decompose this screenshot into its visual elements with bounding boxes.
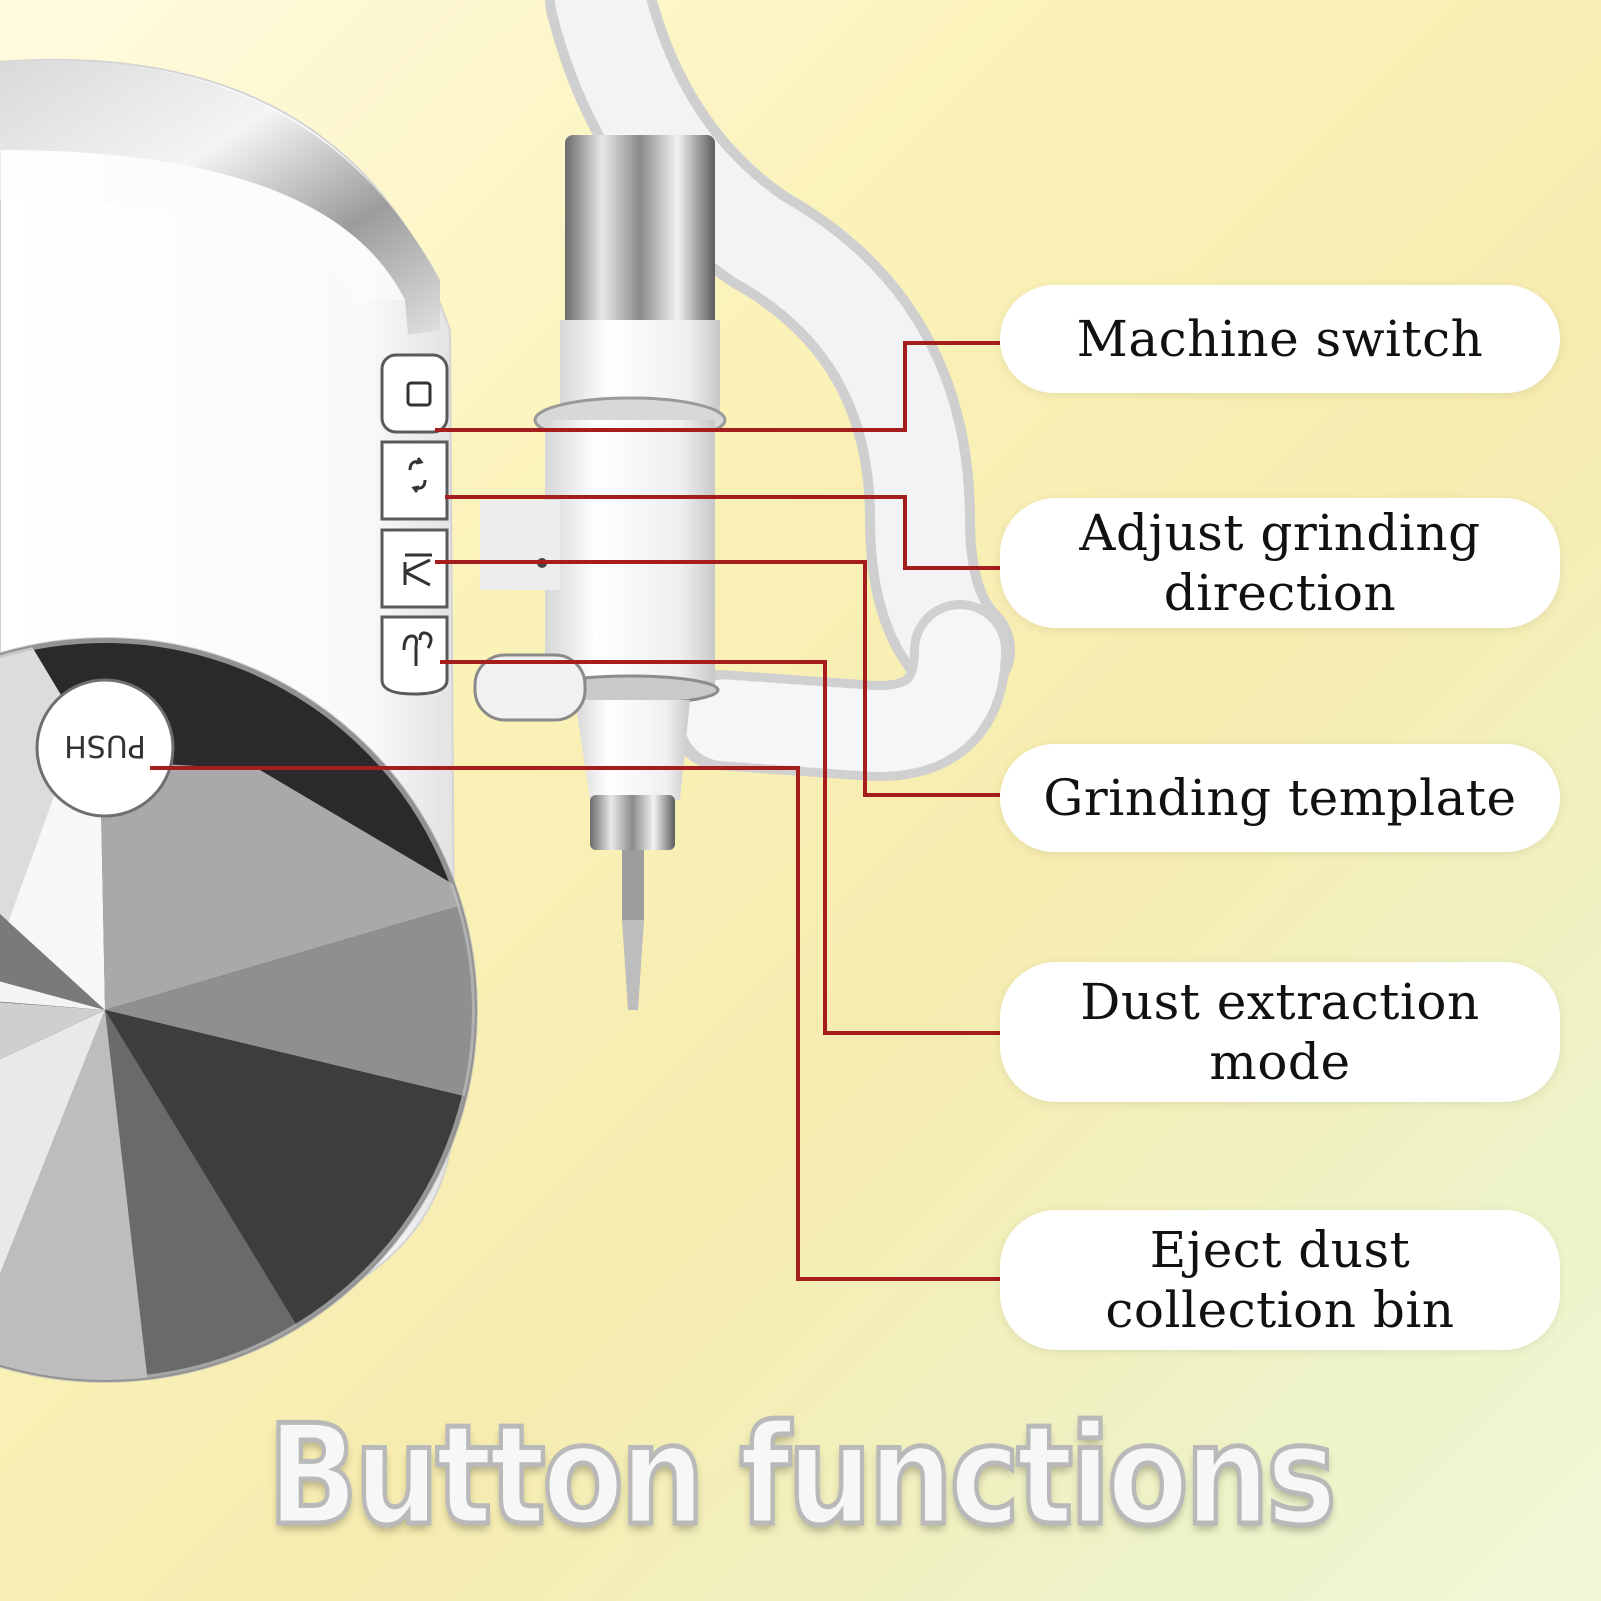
vacuum-hose	[545, 0, 1015, 781]
callout-machine-switch: Machine switch	[1000, 285, 1560, 393]
button-panel	[380, 353, 587, 722]
callout-eject-dust-bin-text: Eject dust collection bin	[1105, 1221, 1455, 1339]
callout-adjust-grinding-direction-text: Adjust grinding direction	[1079, 504, 1481, 622]
leader-line-grinding-template	[435, 560, 1000, 797]
push-button	[35, 678, 175, 818]
template-icon	[403, 553, 432, 587]
dust-collection-bin: PUSH	[0, 637, 478, 1383]
leader-lines	[150, 341, 1000, 1281]
push-label: PUSH	[64, 728, 146, 763]
rotate-arrows-icon	[408, 457, 427, 493]
leader-line-adjust-direction	[445, 495, 1000, 570]
callout-adjust-grinding-direction: Adjust grinding direction	[1000, 498, 1560, 628]
callout-dust-extraction-mode-text: Dust extraction mode	[1080, 973, 1480, 1091]
callout-grinding-template-text: Grinding template	[1043, 769, 1517, 827]
leader-line-eject-bin	[150, 766, 1000, 1281]
callout-grinding-template: Grinding template	[1000, 744, 1560, 852]
callout-machine-switch-text: Machine switch	[1076, 310, 1484, 368]
stop-square-icon	[406, 381, 432, 407]
leader-line-machine-switch	[435, 341, 1000, 432]
callout-dust-extraction-mode: Dust extraction mode	[1000, 962, 1560, 1102]
handpiece	[480, 135, 727, 1010]
callout-eject-dust-bin: Eject dust collection bin	[1000, 1210, 1560, 1350]
dust-fan-icon	[402, 631, 433, 666]
leader-line-dust-mode	[440, 660, 1000, 1035]
caption-title: Button functions	[265, 1393, 1339, 1559]
